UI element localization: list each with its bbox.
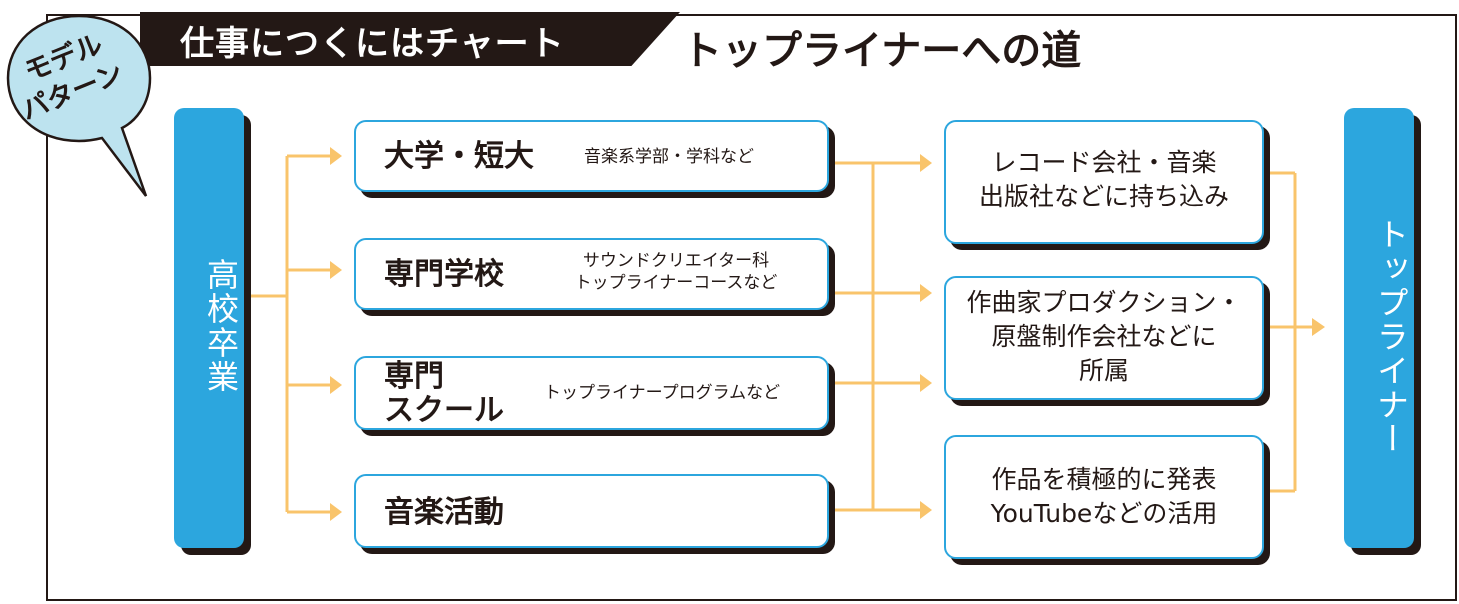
title-band [140, 12, 680, 66]
chart-title: 仕事につくにはチャート [180, 24, 565, 64]
path-box-vocational-school: 専門学校 サウンドクリエイター科 トップライナーコースなど [354, 238, 829, 310]
route-line: 作品を積極的に発表 [991, 465, 1217, 494]
path-main: 専門学校 [384, 257, 504, 292]
chart-subtitle: トップライナーへの道 [682, 28, 1082, 74]
path-box-university: 大学・短大 音楽系学部・学科など [354, 120, 829, 192]
route-box-publish: 作品を積極的に発表 YouTubeなどの活用 [944, 435, 1264, 559]
arrow-icon [330, 503, 342, 521]
path-box-special-school: 専門 スクール トップライナープログラムなど [354, 356, 829, 430]
route-box-pitch: レコード会社・音楽 出版社などに持ち込み [944, 120, 1264, 244]
start-label: 高校卒業 [202, 258, 240, 394]
diagram-frame [46, 14, 1457, 601]
arrow-icon [330, 376, 342, 394]
arrow-icon [920, 501, 932, 519]
arrow-icon [920, 374, 932, 392]
arrow-icon [920, 284, 932, 302]
route-line: YouTubeなどの活用 [990, 499, 1218, 528]
route-line: 作曲家プロダクション・ [966, 288, 1242, 317]
path-sub-line: サウンドクリエイター科 [582, 251, 770, 271]
route-line: 所属 [1078, 356, 1129, 385]
arrow-icon [330, 147, 342, 165]
path-box-music-activity: 音楽活動 [354, 474, 829, 548]
goal-pillar: トップライナー [1344, 108, 1414, 548]
arrow-icon [330, 261, 342, 279]
route-text: 作曲家プロダクション・ 原盤制作会社などに 所属 [946, 286, 1262, 388]
goal-label: トップライナー [1372, 218, 1410, 456]
route-line: レコード会社・音楽 [991, 148, 1217, 177]
path-main: 音楽活動 [384, 495, 504, 530]
route-text: 作品を積極的に発表 YouTubeなどの活用 [946, 463, 1262, 531]
route-box-production: 作曲家プロダクション・ 原盤制作会社などに 所属 [944, 276, 1264, 400]
path-sub: サウンドクリエイター科 トップライナーコースなど [556, 250, 796, 294]
path-main-line: スクール [384, 393, 504, 428]
path-sub: トップライナープログラムなど [544, 383, 781, 403]
path-sub: 音楽系学部・学科など [584, 147, 754, 167]
path-sub-line: トップライナーコースなど [574, 273, 778, 293]
path-main-line: 専門 [384, 359, 444, 394]
arrow-icon [920, 154, 932, 172]
route-line: 原盤制作会社などに [991, 322, 1217, 351]
path-main: 専門 スクール [384, 360, 504, 428]
speech-bubble-icon [6, 14, 152, 197]
path-main: 大学・短大 [384, 139, 534, 174]
route-line: 出版社などに持ち込み [978, 182, 1229, 211]
route-text: レコード会社・音楽 出版社などに持ち込み [946, 146, 1262, 214]
arrow-icon [1312, 318, 1325, 336]
start-pillar: 高校卒業 [174, 108, 244, 548]
